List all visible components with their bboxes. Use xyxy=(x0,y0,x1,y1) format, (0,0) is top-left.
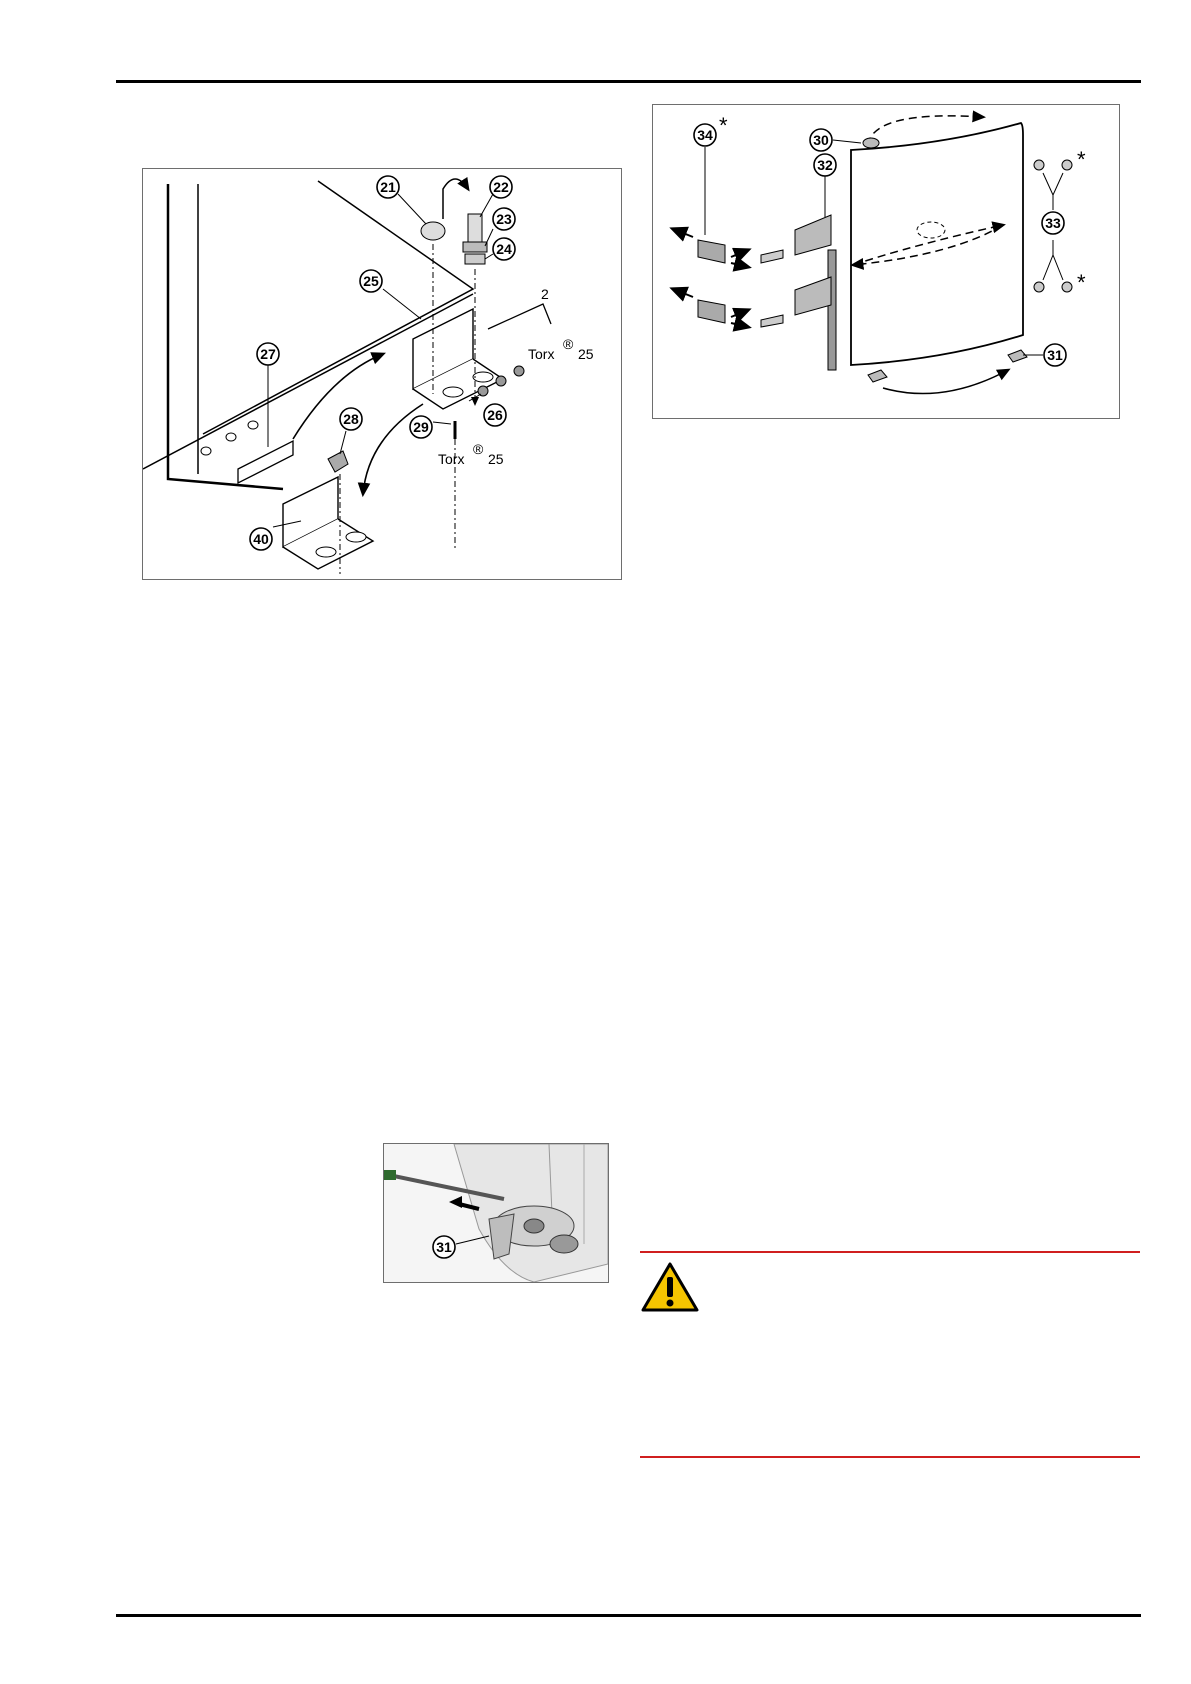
callout-40-label: 40 xyxy=(253,531,269,547)
torx-label-lower: Torx xyxy=(438,451,464,467)
hinge-release-drawing: 31 xyxy=(384,1144,608,1282)
asterisk-33-top: * xyxy=(1077,147,1086,172)
asterisk-33-bottom: * xyxy=(1077,270,1086,295)
warning-top-rule xyxy=(640,1251,1140,1253)
callout-32: 32 xyxy=(813,153,837,177)
callout-25: 25 xyxy=(359,269,383,293)
warning-triangle-icon xyxy=(640,1261,700,1313)
callout-25-label: 25 xyxy=(363,273,379,289)
callout-31-label: 31 xyxy=(1047,347,1063,363)
callout-29-label: 29 xyxy=(413,419,429,435)
callout-21: 21 xyxy=(376,175,400,199)
callout-26-label: 26 xyxy=(487,407,503,423)
door-handle-drawing: 34 * 30 32 33 * * 31 xyxy=(669,110,1086,395)
hinge-assembly-drawing: 21 22 23 24 25 26 27 28 29 40 Torx ® 25 … xyxy=(143,175,594,574)
callout-26: 26 xyxy=(483,403,507,427)
callout-31-photo: 31 xyxy=(432,1235,456,1259)
callout-22-label: 22 xyxy=(493,179,509,195)
callout-34-label: 34 xyxy=(697,127,713,143)
callout-24: 24 xyxy=(492,237,516,261)
callout-23: 23 xyxy=(492,207,516,231)
callout-28-label: 28 xyxy=(343,411,359,427)
torx-size-upper: 25 xyxy=(578,346,594,362)
figure-hinge-assembly: 21 22 23 24 25 26 27 28 29 40 Torx ® 25 … xyxy=(142,168,622,580)
torx-size-lower: 25 xyxy=(488,451,504,467)
callout-21-label: 21 xyxy=(380,179,396,195)
callout-27: 27 xyxy=(256,342,280,366)
warning-bottom-rule xyxy=(640,1456,1140,1458)
hex-key-size: 2 xyxy=(541,286,549,302)
figure-hinge-release: 31 xyxy=(383,1143,609,1283)
callout-22: 22 xyxy=(489,175,513,199)
torx-registered-upper: ® xyxy=(563,336,574,352)
footer-rule xyxy=(116,1614,1141,1617)
callout-30: 30 xyxy=(809,128,833,152)
figure-door-handle: 34 * 30 32 33 * * 31 xyxy=(652,104,1120,419)
asterisk-34: * xyxy=(719,113,728,138)
callout-33: 33 xyxy=(1041,211,1065,235)
callout-40: 40 xyxy=(249,527,273,551)
header-rule xyxy=(116,80,1141,83)
callout-31: 31 xyxy=(1043,343,1067,367)
callout-31-photo-label: 31 xyxy=(436,1239,452,1255)
callout-24-label: 24 xyxy=(496,241,512,257)
callout-33-label: 33 xyxy=(1045,215,1061,231)
callout-28: 28 xyxy=(339,407,363,431)
callout-30-label: 30 xyxy=(813,132,829,148)
callout-27-label: 27 xyxy=(260,346,276,362)
callout-32-label: 32 xyxy=(817,157,833,173)
torx-label-upper: Torx xyxy=(528,346,554,362)
torx-registered-lower: ® xyxy=(473,441,484,457)
callout-23-label: 23 xyxy=(496,211,512,227)
callout-29: 29 xyxy=(409,415,433,439)
callout-34: 34 xyxy=(693,123,717,147)
